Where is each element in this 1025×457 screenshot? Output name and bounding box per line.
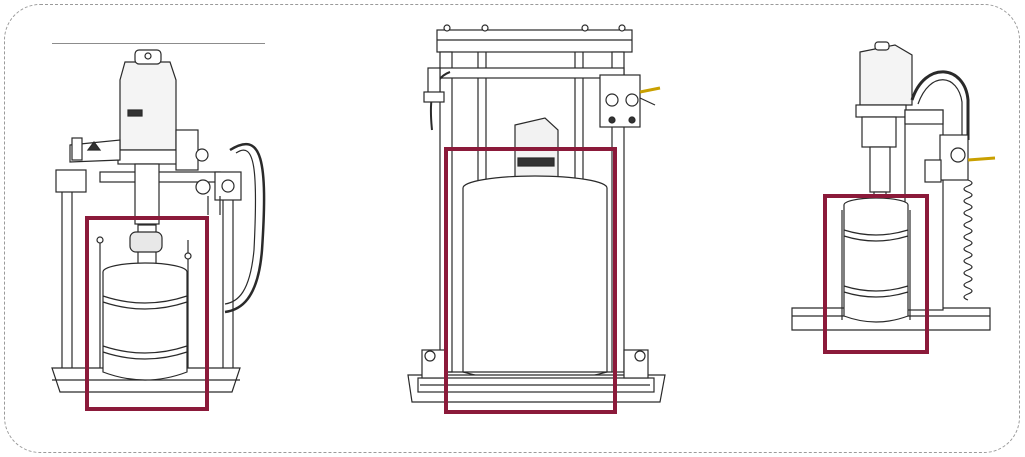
side-box: [55, 169, 87, 193]
drum-highlight-left: [85, 216, 209, 411]
decorative-top-line: [52, 43, 265, 44]
drum-highlight-right: [823, 194, 929, 354]
coil-hose: [963, 179, 973, 301]
pump-tube-right: [869, 146, 891, 193]
drum-highlight-center: [444, 147, 617, 414]
top-header: [436, 29, 633, 53]
motor-housing-right: [859, 44, 913, 106]
drum-left: [102, 272, 188, 381]
dashed-rounded-frame: [4, 4, 1020, 453]
